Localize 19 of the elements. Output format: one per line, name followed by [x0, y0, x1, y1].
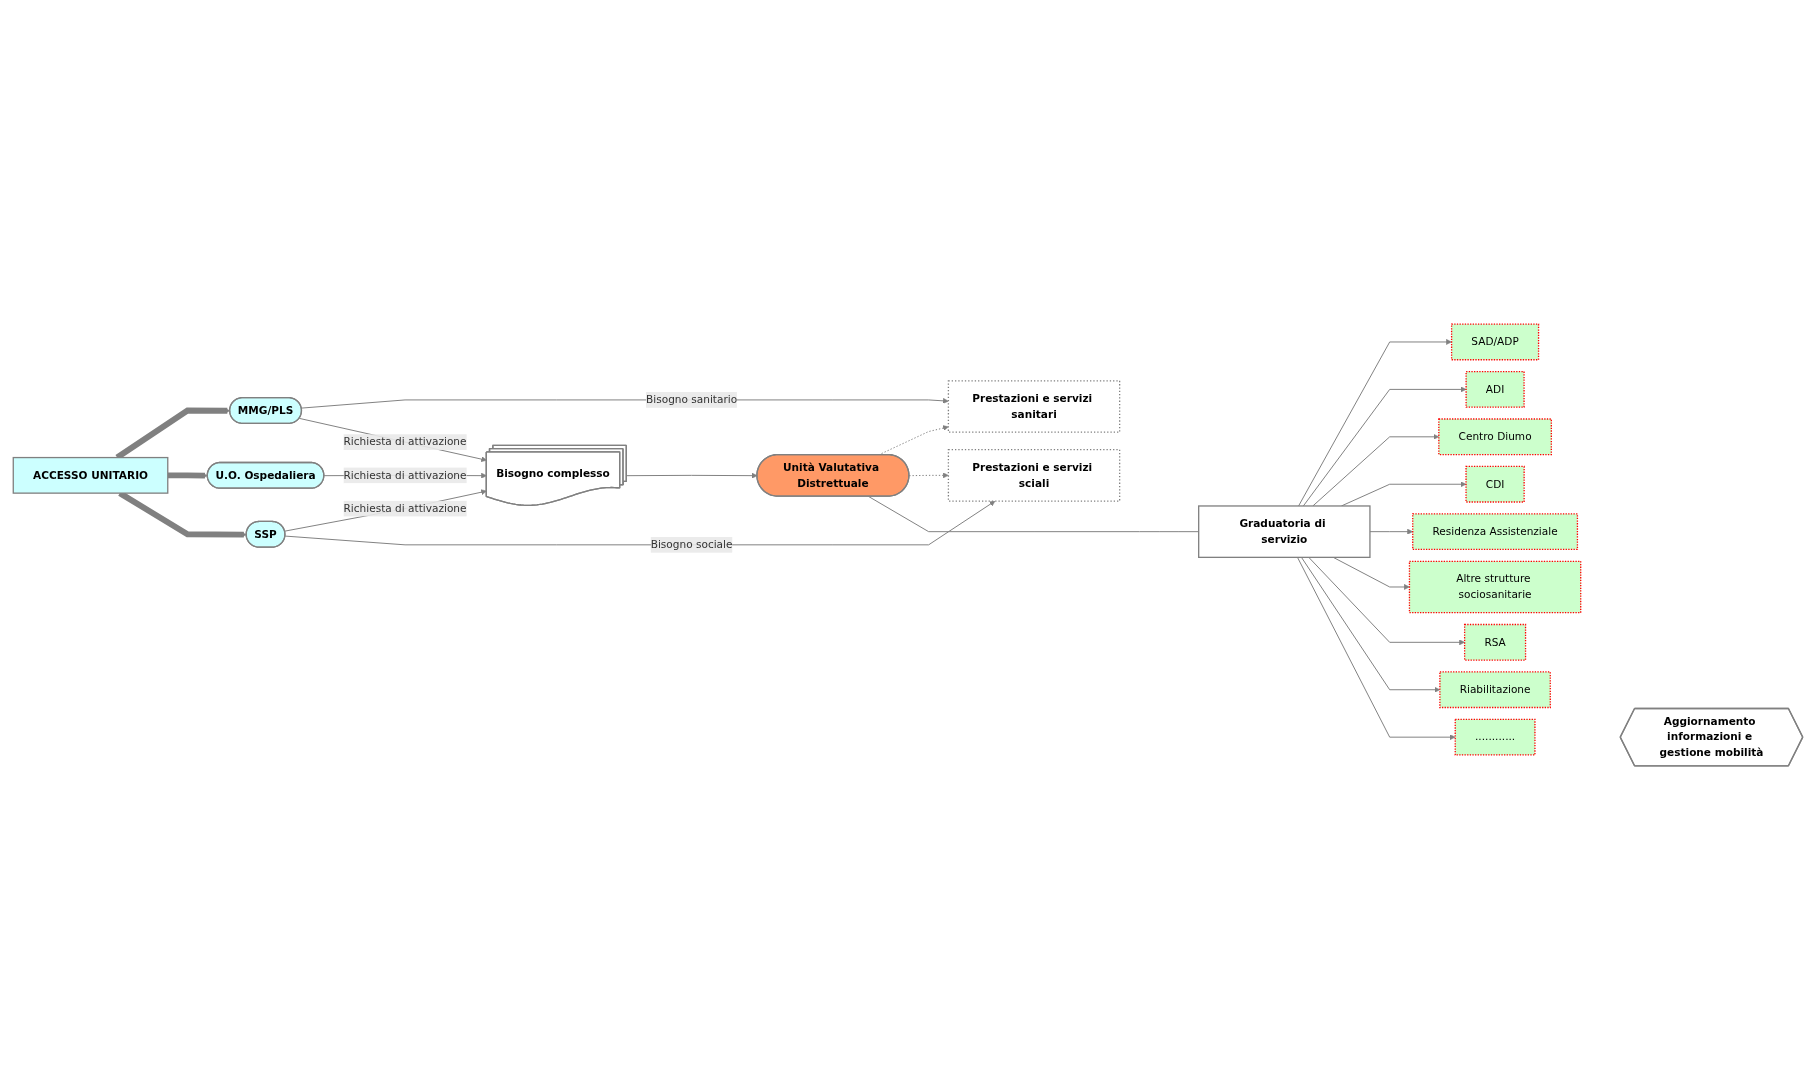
node-box: ADI [1465, 370, 1525, 408]
node-box: Graduatoria di servizio [1198, 505, 1371, 558]
node-box: Centro Diumo [1438, 418, 1552, 456]
edge-label: Bisogno sociale [650, 538, 733, 551]
edge-label: Richiesta di attivazione [343, 502, 467, 515]
node-box: Prestazioni e servizi sanitari [947, 380, 1121, 433]
node-box: ............ [1454, 718, 1536, 756]
edge-label: Richiesta di attivazione [343, 435, 467, 449]
node-box: Residenza Assistenziale [1412, 513, 1579, 551]
node-box: Altre strutture sociosanitarie [1408, 560, 1582, 614]
node-box: RSA [1463, 623, 1527, 661]
node-box: CDI [1465, 465, 1525, 503]
node-box: Riabilitazione [1439, 671, 1551, 709]
edge-label: Richiesta di attivazione [343, 468, 467, 482]
node-box: ACCESSO UNITARIO [12, 456, 169, 494]
arrow [167, 472, 208, 479]
node-box: SAD/ADP [1450, 323, 1540, 361]
node-box: Prestazioni e servizi sciali [947, 449, 1121, 502]
edge-label: Bisogno sanitario [646, 393, 738, 406]
